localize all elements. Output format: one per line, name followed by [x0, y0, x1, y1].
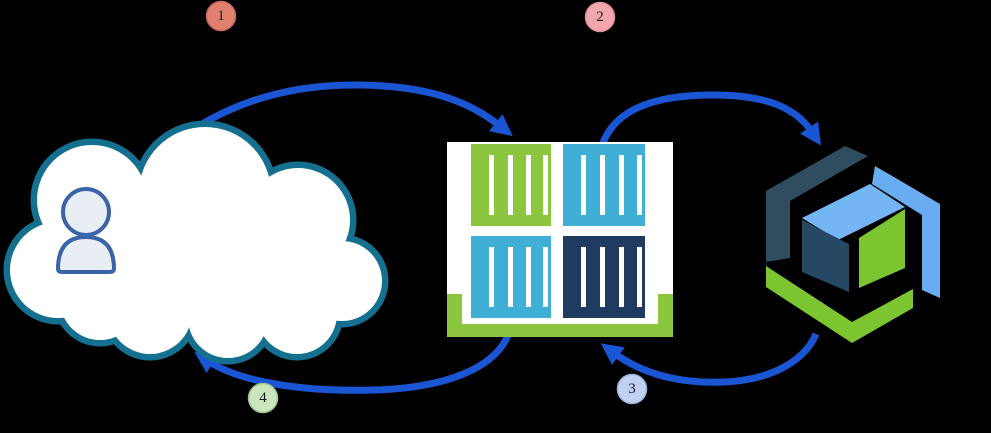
cube-right-face: [859, 209, 905, 288]
container-slat: [581, 155, 586, 215]
step-number: 3: [628, 381, 636, 397]
cube-left-face: [802, 220, 849, 292]
container-slat: [619, 155, 624, 215]
container-slat: [619, 247, 624, 307]
cube-blue-band: [872, 166, 940, 298]
container-group-icon: [447, 142, 673, 337]
flow-arrows: [183, 81, 822, 394]
step-badges: 1 2 3 4: [205, 0, 648, 414]
container-slat: [489, 155, 494, 215]
container-slat: [637, 155, 642, 215]
cloud-fill-lobe: [214, 220, 310, 316]
container-slat: [543, 155, 548, 215]
step-badge-4: 4: [247, 382, 279, 414]
user-person-icon: [55, 187, 117, 274]
arrow-step-3: [600, 332, 820, 386]
step-number: 2: [596, 9, 604, 25]
container-slat: [600, 247, 605, 307]
person-head: [61, 187, 111, 237]
step-badge-1: 1: [205, 0, 237, 32]
container-tray: [447, 294, 673, 337]
cube-top-face: [802, 184, 905, 240]
container-slat: [526, 247, 531, 307]
container-slat: [526, 155, 531, 215]
container-slat: [543, 247, 548, 307]
step-number: 1: [217, 8, 225, 24]
container-slat: [581, 247, 586, 307]
step-badge-2: 2: [584, 1, 616, 33]
cube-dark-band: [766, 146, 868, 262]
person-body: [55, 234, 117, 274]
container-slat: [489, 247, 494, 307]
container-slats: [489, 155, 642, 307]
step-badge-circle: [584, 1, 616, 33]
step-badge-circle: [616, 373, 648, 405]
arrow-step-2: [596, 91, 822, 153]
container-slat: [600, 155, 605, 215]
cloud-fill: [10, 127, 382, 358]
container-slat: [637, 247, 642, 307]
runtime-cube-icon: [766, 146, 940, 343]
step-badge-circle: [247, 382, 279, 414]
container-slat: [508, 247, 513, 307]
step-badge-circle: [205, 0, 237, 32]
cloud-fill-lobe: [94, 210, 190, 306]
step-number: 4: [259, 390, 267, 406]
arrow-step-1: [183, 81, 513, 138]
container-slat: [508, 155, 513, 215]
arrow-step-4: [194, 328, 514, 394]
step-badge-3: 3: [616, 373, 648, 405]
user-cloud-icon: [3, 120, 389, 365]
cube-green-band: [766, 266, 913, 343]
